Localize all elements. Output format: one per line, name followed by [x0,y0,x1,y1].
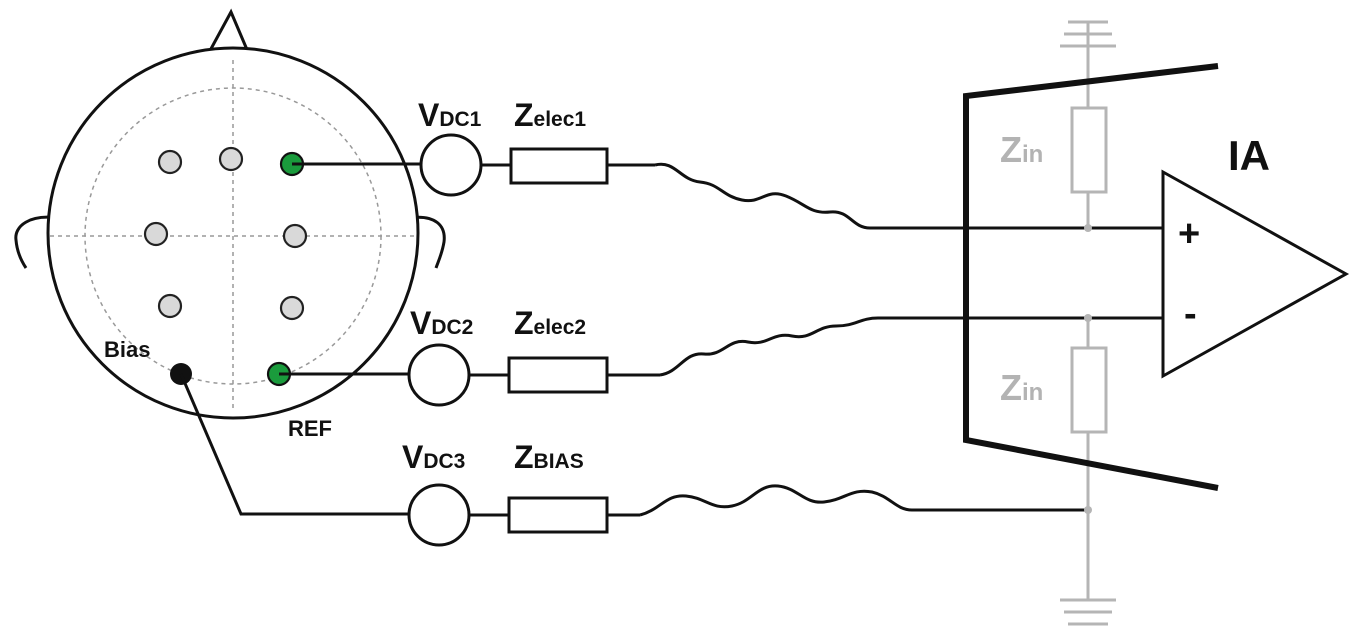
bias-cable [639,484,1088,517]
zelec2-label: Zelec2 [514,305,586,341]
electrode [282,223,308,249]
vdc3-source [407,483,471,547]
electrode [157,293,183,319]
node-top [1084,224,1092,232]
bias-label: Bias [104,337,150,362]
zin-bottom-label: Zin [1000,367,1043,408]
head-outline [46,46,420,420]
electrode [143,221,169,247]
ref-label: REF [288,416,332,441]
zelec1-label: Zelec1 [514,97,586,133]
node-bias [1084,506,1092,514]
minus-input-label: - [1184,293,1197,335]
zbias-resistor [507,496,609,534]
head-left-ear [14,215,59,269]
head-nose [204,8,250,59]
head-right-ear [407,215,446,269]
amplifier-triangle [1161,169,1350,379]
zelec2-resistor [507,356,609,394]
input-impedance-network [1060,20,1116,626]
electrode [279,295,305,321]
amplifier-enclosure [963,63,1219,491]
vdc2-label: VDC2 [410,305,473,341]
zin-bottom-resistor [1070,346,1108,434]
channel1-path [292,133,1162,230]
channel2-path [279,316,1162,407]
vdc1-label: VDC1 [418,97,482,133]
vdc3-label: VDC3 [402,439,465,475]
channel2-cable [659,316,1162,377]
zin-top-label: Zin [1000,129,1043,170]
bias-path [179,373,1088,547]
zin-top-resistor [1070,106,1108,194]
instrumentation-amplifier [1161,169,1350,379]
electrode [218,146,244,172]
vdc2-source [407,343,471,407]
vdc1-source [419,133,483,197]
amplifier-label: IA [1228,132,1270,179]
head [14,8,446,420]
channel1-cable [654,162,1162,230]
zbias-label: ZBIAS [514,439,584,475]
zelec1-resistor [509,147,609,185]
electrode [157,149,183,175]
plus-input-label: + [1178,213,1200,255]
